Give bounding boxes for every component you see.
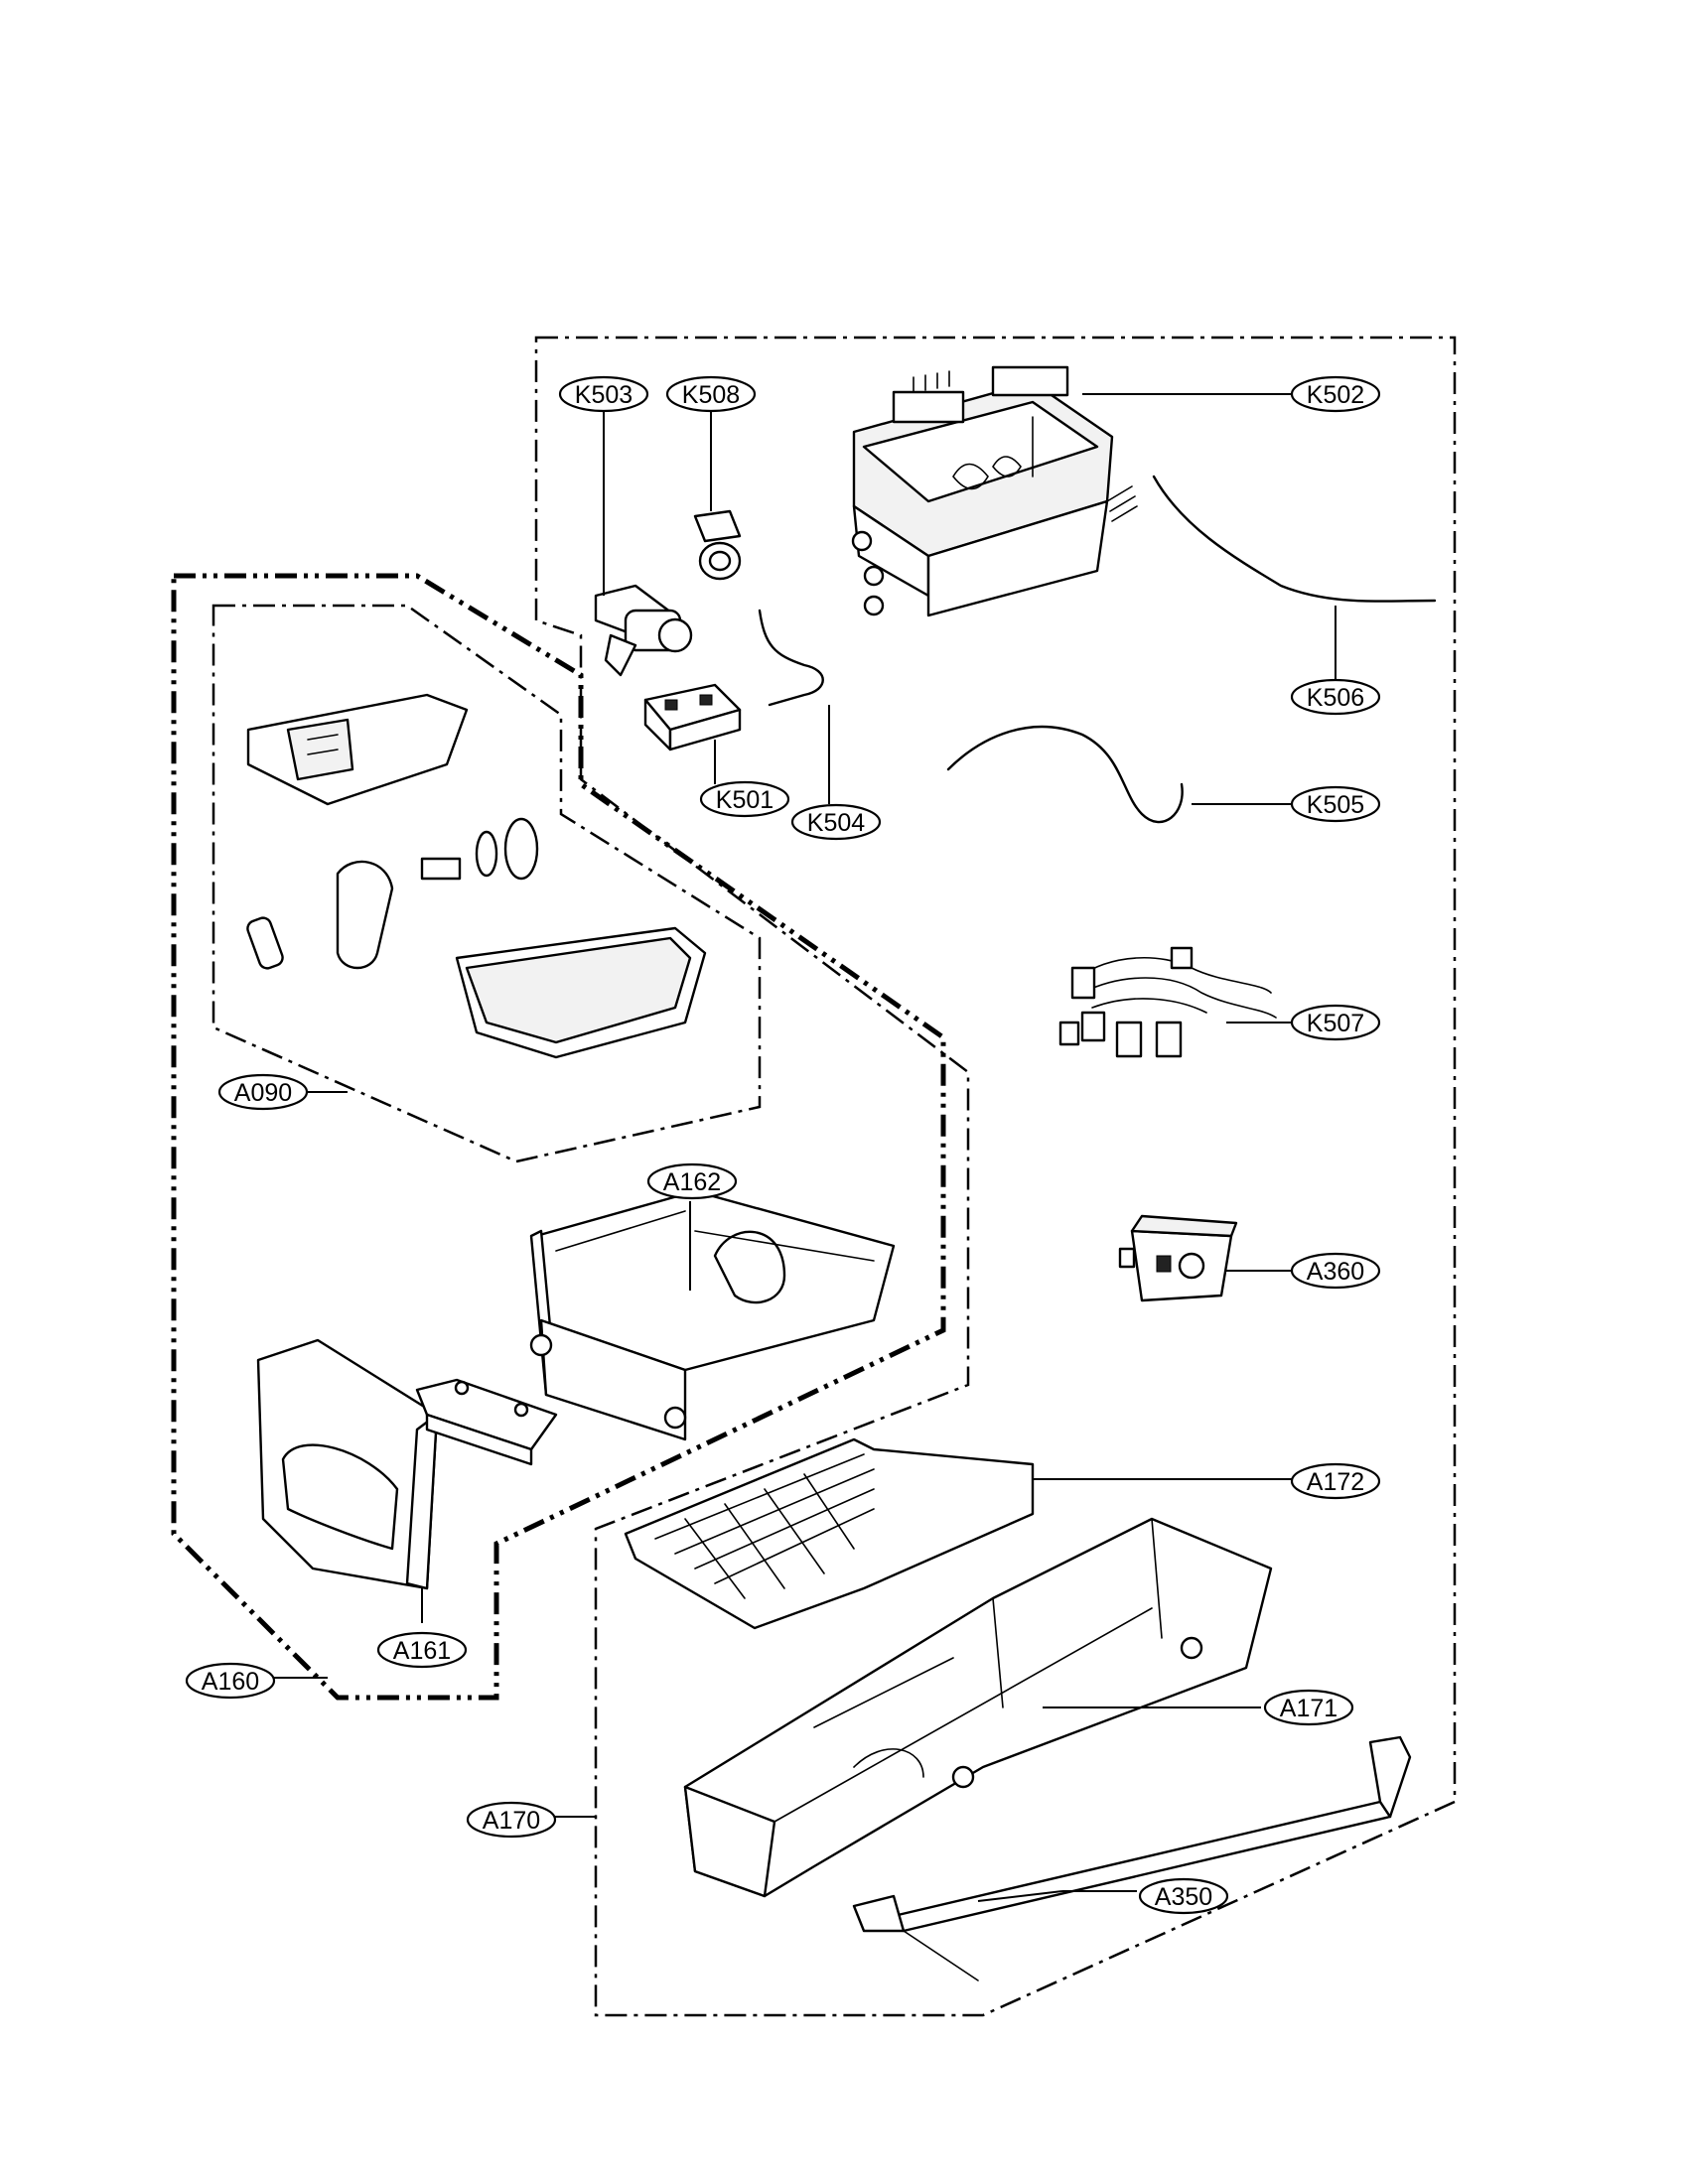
callout-a162: A162	[646, 1162, 738, 1200]
callout-a360: A360	[1290, 1252, 1381, 1290]
callout-a350-text: A350	[1155, 1883, 1212, 1911]
callout-a360-text: A360	[1307, 1258, 1364, 1286]
callout-a090-text: A090	[234, 1079, 292, 1107]
boundary-a090-group	[211, 604, 762, 1163]
boundary-k-group	[534, 336, 1457, 2017]
callout-a160-text: A160	[202, 1668, 259, 1696]
callout-a170: A170	[466, 1801, 557, 1839]
a162-drawer-frame	[529, 1189, 896, 1441]
callout-a171-text: A171	[1280, 1695, 1337, 1722]
a161-bracket	[415, 1378, 558, 1466]
callout-k503-text: K503	[575, 381, 633, 409]
callout-k503: K503	[558, 375, 649, 413]
k502-part	[851, 365, 1138, 617]
callout-k504-text: K504	[807, 809, 865, 837]
callout-k505: K505	[1290, 785, 1381, 823]
leader-lines	[273, 393, 1336, 1902]
a350-rail	[852, 1735, 1412, 1981]
callout-a172: A172	[1290, 1462, 1381, 1500]
callout-k504: K504	[790, 803, 882, 841]
callout-a172-text: A172	[1307, 1468, 1364, 1496]
callout-k506: K506	[1290, 678, 1381, 716]
callout-a162-text: A162	[663, 1168, 721, 1196]
k501-bracket	[643, 683, 742, 751]
k505-hose	[946, 725, 1184, 824]
callout-a350: A350	[1138, 1877, 1229, 1915]
k507-harness	[1058, 946, 1277, 1058]
callout-k501: K501	[699, 780, 790, 818]
a360-switch	[1118, 1214, 1238, 1302]
callout-k508-text: K508	[682, 381, 740, 409]
a171-housing	[683, 1517, 1273, 1898]
callout-a090: A090	[217, 1073, 309, 1111]
k506-hose	[1152, 475, 1437, 603]
callout-k502-text: K502	[1307, 381, 1364, 409]
a090-parts	[246, 693, 707, 1059]
callout-a171: A171	[1263, 1689, 1354, 1726]
callout-a160: A160	[185, 1662, 276, 1700]
boundary-a160-group	[171, 573, 946, 1701]
callout-k507-text: K507	[1307, 1010, 1364, 1037]
callout-k507: K507	[1290, 1004, 1381, 1041]
a172-filter	[624, 1437, 1035, 1630]
k504-hose	[758, 609, 824, 707]
callout-k502: K502	[1290, 375, 1381, 413]
callout-k505-text: K505	[1307, 791, 1364, 819]
a161-front-panel	[256, 1338, 439, 1590]
callout-k508: K508	[665, 375, 757, 413]
callout-a170-text: A170	[483, 1807, 540, 1835]
k508-clamp	[693, 509, 742, 581]
callout-a161: A161	[376, 1631, 468, 1669]
k503-valve	[594, 584, 693, 677]
callout-a161-text: A161	[393, 1637, 451, 1665]
callout-k506-text: K506	[1307, 684, 1364, 712]
callout-k501-text: K501	[716, 786, 774, 814]
